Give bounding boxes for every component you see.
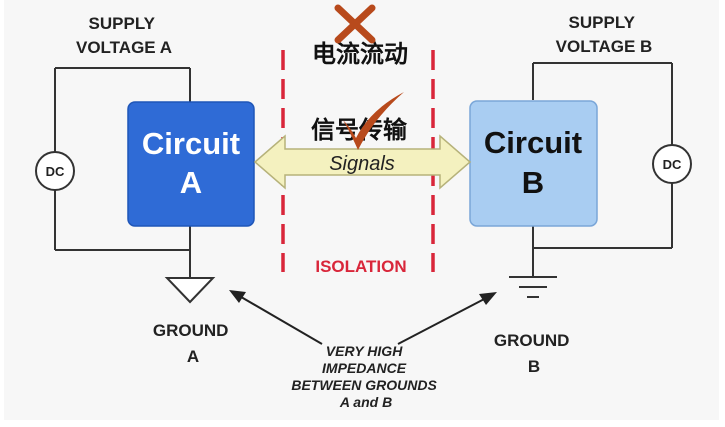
cross-icon [334, 4, 376, 44]
dc-source-b: DC [652, 144, 692, 184]
diagram-background [4, 0, 719, 420]
ground-b-label: GROUND B [494, 331, 574, 376]
impedance-arrows [229, 290, 497, 345]
circuit-a-block: Circuit A [127, 101, 255, 227]
ground-a-symbol [164, 277, 216, 304]
right-wiring [532, 62, 673, 276]
dc-label-b: DC [663, 157, 682, 172]
signals-label: Signals [329, 153, 395, 175]
dc-label-a: DC [46, 164, 65, 179]
impedance-note: VERY HIGH IMPEDANCE BETWEEN GROUNDS A an… [291, 343, 440, 410]
supply-voltage-a-label: SUPPLY VOLTAGE A [76, 14, 172, 57]
supply-voltage-b-label: SUPPLY VOLTAGE B [556, 13, 653, 56]
dc-source-a: DC [35, 151, 75, 191]
signals-arrow [253, 134, 472, 190]
isolation-barrier [281, 50, 435, 272]
current-flow-label: 电流流动 [312, 40, 408, 68]
circuit-b-title: Circuit [484, 125, 582, 160]
ground-b-symbol [509, 276, 557, 298]
checkmark-icon [343, 92, 404, 150]
circuit-b-letter: B [522, 165, 544, 200]
ground-a-label: GROUND A [153, 321, 233, 366]
left-wiring [54, 67, 191, 278]
circuit-a-letter: A [180, 165, 202, 200]
circuit-b-block: Circuit B [469, 100, 598, 227]
circuit-a-title: Circuit [142, 126, 240, 161]
isolation-label: ISOLATION [315, 257, 406, 276]
